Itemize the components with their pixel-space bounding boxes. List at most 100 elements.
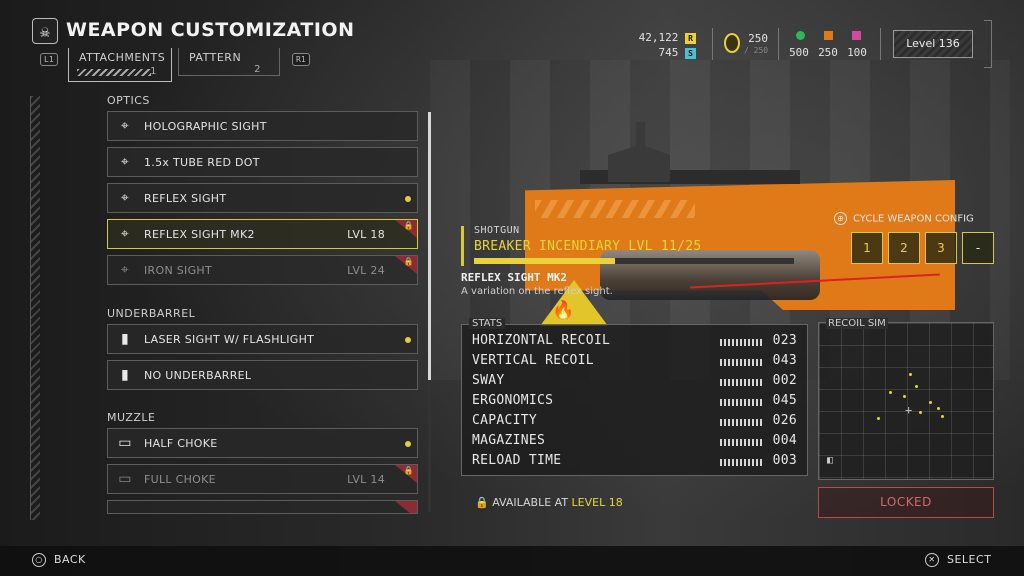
tab-attachments[interactable]: ATTACHMENTS 1 <box>68 48 172 82</box>
crosshair-icon: ⌖ <box>120 190 130 206</box>
supercredits-value: 250 <box>748 32 768 45</box>
attachment-iron-sight[interactable]: ⌖ IRON SIGHT LVL 24 🔒 <box>107 255 418 285</box>
flashlight-icon: ▮ <box>120 367 129 383</box>
r1-button-hint: R1 <box>292 53 310 66</box>
attachment-label: IRON SIGHT <box>144 264 213 277</box>
tab-pattern[interactable]: PATTERN 2 <box>178 48 280 76</box>
common-sample-icon <box>796 31 805 40</box>
back-label: BACK <box>54 553 86 566</box>
weapon-type: SHOTGUN <box>474 225 520 236</box>
muzzle-icon: ▭ <box>118 435 132 451</box>
equipped-indicator <box>405 337 411 343</box>
attachment-partial-row[interactable] <box>107 500 418 514</box>
medals-icon: S <box>685 47 696 59</box>
equipped-indicator <box>405 441 411 447</box>
unlock-level: LVL 14 <box>347 473 385 486</box>
medals-value: 745 <box>658 46 679 59</box>
tab-attachments-number: 1 <box>150 66 157 77</box>
tab-pattern-label: PATTERN <box>189 51 242 64</box>
supercredits-icon <box>724 33 740 53</box>
rare-sample-value: 250 <box>818 46 838 59</box>
select-button[interactable]: ✕SELECT <box>925 553 991 567</box>
config-slot-1[interactable]: 1 <box>851 232 883 264</box>
requisition-value: 42,122 <box>638 31 679 44</box>
attachment-label: FULL CHOKE <box>144 473 216 486</box>
supercredits-max: / 250 <box>744 46 769 55</box>
attachment-holographic-sight[interactable]: ⌖ HOLOGRAPHIC SIGHT <box>107 111 418 141</box>
stat-value: 045 <box>772 393 797 408</box>
lock-corner-icon: 🔒 <box>395 220 417 238</box>
attachment-full-choke[interactable]: ▭ FULL CHOKE LVL 14 🔒 <box>107 464 418 494</box>
scrollbar-thumb[interactable] <box>428 112 431 380</box>
weapon-stripes <box>535 200 695 218</box>
player-level-badge: Level 136 <box>893 30 973 58</box>
flame-icon: 🔥 <box>552 300 575 321</box>
section-muzzle: MUZZLE <box>107 411 156 424</box>
stat-name: RELOAD TIME <box>472 453 562 468</box>
back-button[interactable]: ○BACK <box>32 553 86 567</box>
crosshair-icon: ⌖ <box>120 226 130 242</box>
locked-button[interactable]: LOCKED <box>818 487 994 518</box>
attachment-tube-red-dot[interactable]: ⌖ 1.5x TUBE RED DOT <box>107 147 418 177</box>
config-slot-2[interactable]: 2 <box>888 232 920 264</box>
header-bracket <box>984 20 992 68</box>
stat-value: 023 <box>772 333 797 348</box>
recoil-sim-panel: + ◧ <box>818 322 994 480</box>
divider <box>712 28 713 60</box>
unlock-prefix: AVAILABLE AT <box>492 496 572 509</box>
lock-corner-icon: 🔒 <box>395 256 417 274</box>
super-sample-icon <box>852 31 861 40</box>
unlock-requirement: 🔒 AVAILABLE AT LEVEL 18 <box>475 496 623 509</box>
stats-title: STATS <box>469 318 506 329</box>
stat-bar <box>720 459 762 466</box>
attachment-label: 1.5x TUBE RED DOT <box>144 156 260 169</box>
attachment-half-choke[interactable]: ▭ HALF CHOKE <box>107 428 418 458</box>
medals-resource: 745 S <box>620 46 696 59</box>
crosshair-icon: ⌖ <box>120 118 130 134</box>
section-underbarrel: UNDERBARREL <box>107 307 196 320</box>
reticle-icon: + <box>905 403 913 417</box>
skull-emblem-icon: ☠ <box>32 18 58 44</box>
attachment-label: HOLOGRAPHIC SIGHT <box>144 120 267 133</box>
unlock-level: LVL 24 <box>347 264 385 277</box>
attachment-reflex-sight-mk2[interactable]: ⌖ REFLEX SIGHT MK2 LVL 18 🔒 <box>107 219 418 249</box>
attachment-label: REFLEX SIGHT MK2 <box>144 228 255 241</box>
divider <box>880 28 881 60</box>
footer-bar <box>0 546 1024 576</box>
attachment-laser-sight-flashlight[interactable]: ▮ LASER SIGHT W/ FLASHLIGHT <box>107 324 418 354</box>
config-slot-empty[interactable]: - <box>962 232 994 264</box>
tab-attachments-label: ATTACHMENTS <box>79 51 166 64</box>
controller-stick-icon: ◧ <box>827 455 834 466</box>
stat-name: CAPACITY <box>472 413 538 428</box>
flashlight-icon: ▮ <box>120 331 129 347</box>
attachment-label: REFLEX SIGHT <box>144 192 227 205</box>
stat-bar <box>720 399 762 406</box>
padlock-icon: 🔒 <box>475 496 489 509</box>
stat-name: SWAY <box>472 373 505 388</box>
requisition-icon: R <box>685 32 696 44</box>
fire-hazard-icon <box>540 280 608 326</box>
muzzle-icon: ▭ <box>118 471 132 487</box>
attachment-label: HALF CHOKE <box>144 437 218 450</box>
attachment-no-underbarrel[interactable]: ▮ NO UNDERBARREL <box>107 360 418 390</box>
equipped-indicator <box>405 196 411 202</box>
attachment-label: LASER SIGHT W/ FLASHLIGHT <box>144 333 315 346</box>
config-slot-3[interactable]: 3 <box>925 232 957 264</box>
stat-row: HORIZONTAL RECOIL 023 <box>472 333 797 351</box>
common-sample-value: 500 <box>789 46 809 59</box>
attachment-title: REFLEX SIGHT MK2 <box>461 271 567 284</box>
cycle-weapon-config[interactable]: ⊕CYCLE WEAPON CONFIG <box>834 212 974 225</box>
stat-value: 043 <box>772 353 797 368</box>
stat-name: HORIZONTAL RECOIL <box>472 333 611 348</box>
attachment-reflex-sight[interactable]: ⌖ REFLEX SIGHT <box>107 183 418 213</box>
stat-value: 003 <box>772 453 797 468</box>
tab-active-hatch <box>77 69 151 76</box>
r3-button-icon: ⊕ <box>834 212 847 225</box>
l1-button-hint: L1 <box>40 53 58 66</box>
stat-bar <box>720 339 762 346</box>
